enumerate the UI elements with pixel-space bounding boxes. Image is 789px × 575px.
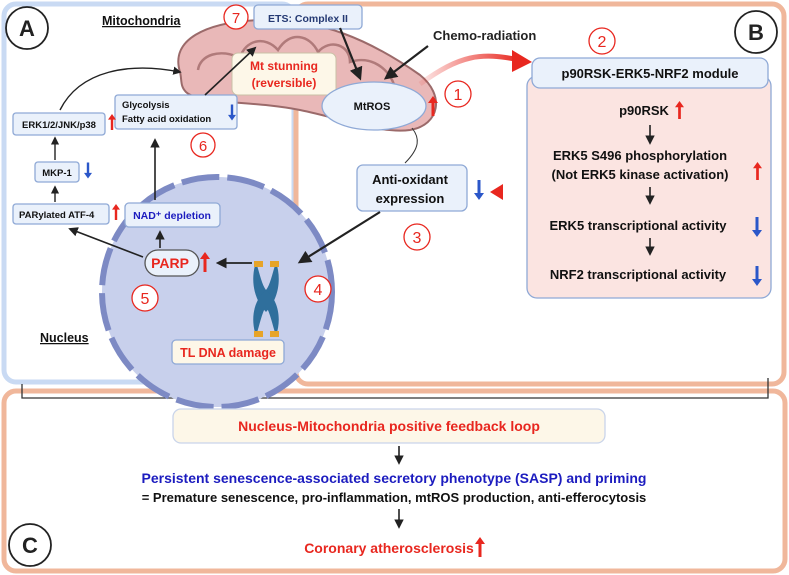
bracket-line bbox=[21, 378, 769, 399]
erk5-tx-label: ERK5 transcriptional activity bbox=[550, 218, 728, 233]
erk-box bbox=[12, 112, 106, 136]
erk5-s496-line1: ERK5 S496 phosphorylation bbox=[553, 148, 727, 163]
tl-dna-box bbox=[171, 339, 285, 365]
svg-text:A: A bbox=[19, 16, 35, 41]
ets-arrow-to-mtros bbox=[338, 27, 363, 81]
coronary-label: Coronary atherosclerosis bbox=[304, 540, 474, 556]
svg-text:3: 3 bbox=[413, 230, 422, 247]
step-6-badge: 6 bbox=[190, 132, 216, 158]
antioxidant-line2: expression bbox=[376, 191, 445, 206]
mt-stunning-line2: (reversible) bbox=[252, 76, 317, 90]
ets-box bbox=[253, 4, 363, 30]
antioxidant-down-arrow bbox=[474, 180, 484, 200]
step-4-badge: 4 bbox=[304, 275, 332, 303]
parp-to-atf4-arrow bbox=[68, 227, 144, 258]
panel-c-badge: C bbox=[8, 523, 52, 567]
svg-text:C: C bbox=[22, 533, 38, 558]
step-3-badge: 3 bbox=[403, 223, 431, 251]
glycolysis-line1: Glycolysis bbox=[122, 100, 170, 111]
p90rsk-label: p90RSK bbox=[619, 103, 669, 118]
parp-label: PARP bbox=[151, 255, 189, 271]
mt-stunning-line1: Mt stunning bbox=[250, 59, 318, 73]
nad-label: NAD⁺ depletion bbox=[133, 210, 211, 222]
mkp1-down-arrow bbox=[84, 162, 92, 179]
feedback-loop-box bbox=[172, 408, 606, 444]
step-1-badge: 1 bbox=[444, 80, 472, 108]
antioxidant-to-mtros-line bbox=[404, 127, 418, 164]
glycolysis-to-mito-arrow bbox=[204, 46, 257, 96]
parp-box bbox=[144, 249, 200, 277]
sasp-detail: = Premature senescence, pro-inflammation… bbox=[142, 490, 647, 505]
panel-c-border bbox=[1, 388, 788, 574]
feedback-loop-label: Nucleus-Mitochondria positive feedback l… bbox=[238, 418, 540, 434]
svg-text:5: 5 bbox=[141, 291, 150, 308]
nucleus-label: Nucleus bbox=[40, 331, 89, 345]
nrf2-tx-label: NRF2 transcriptional activity bbox=[550, 267, 727, 282]
svg-text:2: 2 bbox=[598, 34, 607, 51]
atf4-box bbox=[12, 203, 110, 225]
mtros-node bbox=[321, 81, 427, 131]
red-arrow-to-module bbox=[418, 53, 521, 87]
erk-to-mito-arrow bbox=[59, 66, 182, 111]
panel-b-border bbox=[293, 1, 787, 387]
mitochondria-label: Mitochondria bbox=[102, 14, 182, 28]
mkp1-box bbox=[34, 161, 80, 183]
chemo-arrow-to-mtros bbox=[383, 45, 429, 80]
panel-a-badge: A bbox=[5, 6, 49, 50]
mt-stunning-box bbox=[231, 52, 337, 96]
red-arrow-to-module-head bbox=[512, 50, 532, 72]
erk5-s496-line2: (Not ERK5 kinase activation) bbox=[552, 167, 729, 182]
coronary-up-arrow bbox=[475, 537, 485, 557]
antioxidant-box bbox=[356, 164, 468, 212]
step-5-badge: 5 bbox=[131, 284, 159, 312]
erk-label: ERK1/2/JNK/p38 bbox=[22, 120, 96, 131]
antioxidant-line1: Anti-oxidant bbox=[372, 172, 448, 187]
chromosome-icon bbox=[253, 261, 279, 337]
mtros-label: MtROS bbox=[354, 101, 391, 113]
step-7-badge: 7 bbox=[223, 4, 249, 30]
module-title: p90RSK-ERK5-NRF2 module bbox=[562, 66, 739, 81]
mkp1-label: MKP-1 bbox=[42, 168, 72, 179]
svg-text:B: B bbox=[748, 20, 764, 45]
chemo-radiation-label: Chemo-radiation bbox=[433, 28, 536, 43]
nad-box bbox=[124, 202, 221, 228]
step-2-badge: 2 bbox=[588, 27, 616, 55]
sasp-label: Persistent senescence-associated secreto… bbox=[142, 470, 647, 486]
red-arrow-to-antioxidant-head bbox=[490, 184, 503, 200]
ets-label: ETS: Complex II bbox=[268, 13, 348, 25]
tl-dna-label: TL DNA damage bbox=[180, 346, 276, 360]
atf4-label: PARylated ATF-4 bbox=[19, 210, 95, 221]
antioxidant-to-dna-arrow bbox=[297, 211, 381, 264]
glycolysis-box bbox=[114, 94, 238, 130]
svg-text:6: 6 bbox=[199, 138, 207, 155]
svg-text:1: 1 bbox=[454, 87, 463, 104]
atf4-up-arrow bbox=[112, 204, 120, 220]
panel-b-badge: B bbox=[734, 10, 778, 54]
svg-text:4: 4 bbox=[314, 282, 323, 299]
module-title-box bbox=[531, 57, 769, 89]
svg-text:7: 7 bbox=[232, 10, 240, 27]
glycolysis-line2: Fatty acid oxidation bbox=[122, 114, 211, 125]
